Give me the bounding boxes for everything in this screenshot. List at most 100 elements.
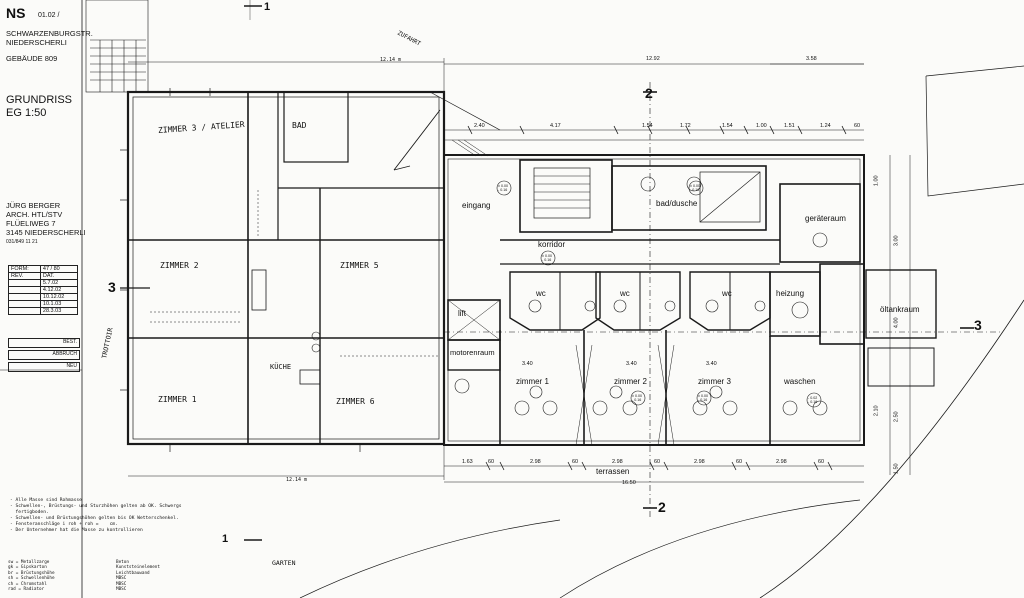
dim-r210: 2.10 [873, 405, 880, 417]
revision-row: 4.12.02 [8, 286, 79, 294]
dim-154: 1.54 [642, 123, 653, 129]
legend-item: sh = Schwellenhöhe [8, 576, 55, 582]
new-building-plan [443, 58, 1024, 520]
architect-title: ARCH. HTL/STV [6, 210, 63, 219]
architect-street: FLÜELIWEG 7 [6, 219, 56, 228]
old-room-kueche: KÜCHE [270, 363, 292, 371]
legend-item: MBSC [116, 576, 127, 582]
room-eingang: eingang [462, 201, 491, 210]
revision-row: 28.3.03 [8, 307, 79, 315]
status-label: BEST. [63, 339, 77, 345]
old-building-plan [85, 0, 1024, 598]
dim-r300: 3.00 [893, 235, 900, 247]
dim-b298b: 2.98 [612, 459, 623, 465]
revision-row: 5.7.02 [8, 279, 79, 287]
legend-materials: Beton Kunststeinelement Leichtbauwand MB… [116, 560, 160, 592]
address-line1: SCHWARZENBURGSTR. [6, 29, 93, 38]
dim-b298d: 2.98 [776, 459, 787, 465]
revision-cell: 5.7.02 [39, 279, 79, 287]
room-heizung: heizung [776, 289, 805, 298]
revision-cell [8, 293, 41, 301]
revision-row: 10.12.02 [8, 293, 79, 301]
revision-cell: 4.12.02 [39, 286, 79, 294]
legend-item: MBSC [116, 581, 127, 587]
dim-z340c: 3.40 [706, 361, 717, 367]
level-marker: ± 0.00 - 0.16 [698, 394, 708, 402]
dim-top-right: 3.58 [806, 56, 817, 62]
legend-item: gk = Gipskarton [8, 565, 47, 571]
revision-cell: REV. [8, 272, 41, 280]
section-mark-1-top: 1 [264, 1, 271, 13]
dim-old-total: 12.14 m [286, 477, 308, 483]
revision-row: 10.1.03 [8, 300, 79, 308]
dim-154b: 1.54 [722, 123, 733, 129]
status-box-best: BEST. [8, 338, 80, 348]
old-room-zimmer5: ZIMMER 5 [340, 261, 379, 270]
room-zimmer3: zimmer 3 [698, 377, 731, 386]
architect-town: 3145 NIEDERSCHERLI [6, 228, 86, 237]
legend-item: br = Brüstungshöhe [8, 570, 55, 576]
dim-z340b: 3.40 [626, 361, 637, 367]
status-box-abbruch: ABBRUCH [8, 350, 80, 360]
plan-scale: EG 1:50 [6, 107, 47, 119]
dim-old-top: 12.14 m [380, 57, 402, 63]
plan-code: NS [6, 5, 26, 21]
room-zimmer2: zimmer 2 [614, 377, 647, 386]
section-mark-3-left: 3 [108, 279, 116, 295]
dim-r150: 1.50 [893, 463, 900, 475]
room-wc3: wc [722, 289, 732, 298]
plan-number: 01.02 / [38, 12, 60, 19]
legend-item: MBSC [116, 587, 127, 593]
room-motorenraum: motorenraum [450, 348, 495, 357]
architect-name: JÜRG BERGER [6, 201, 61, 210]
revision-cell [8, 279, 41, 287]
dim-172: 1.72 [680, 123, 691, 129]
revision-row: REV.DAT. [8, 272, 79, 280]
address-line2: NIEDERSCHERLI [6, 38, 67, 47]
dim-b298a: 2.98 [530, 459, 541, 465]
section-mark-3-right: 3 [974, 317, 982, 333]
old-room-bad: BAD [292, 121, 307, 130]
room-terrassen: terrassen [596, 467, 630, 476]
dim-100: 1.00 [756, 123, 767, 129]
old-room-zimmer2: ZIMMER 2 [160, 261, 199, 270]
dim-b60d: 60 [736, 459, 743, 465]
revision-cell: 10.1.03 [39, 300, 79, 308]
status-box-neu: NEU [8, 362, 80, 372]
dim-240: 2.40 [474, 123, 485, 129]
dim-417: 4.17 [550, 123, 561, 129]
section-mark-2-bottom: 2 [658, 499, 666, 515]
architect-phone: 031/849 11 21 [6, 239, 38, 245]
level-marker: ± 0.00 - 0.16 [690, 184, 700, 192]
status-label: ABBRUCH [52, 351, 77, 357]
revision-cell [8, 300, 41, 308]
room-wc2: wc [620, 289, 630, 298]
revision-cell: 28.3.03 [39, 307, 79, 315]
old-room-zimmer6: ZIMMER 6 [336, 397, 375, 406]
level-marker: ± 0.00 - 0.16 [542, 254, 552, 262]
room-zimmer1: zimmer 1 [516, 377, 549, 386]
dim-z340a: 3.40 [522, 361, 533, 367]
legend-item: Kunststeinelement [116, 565, 160, 571]
dim-151: 1.51 [784, 123, 795, 129]
dim-b60c: 60 [654, 459, 661, 465]
dim-b60e: 60 [818, 459, 825, 465]
level-marker: ± 0.00 - 0.16 [632, 394, 642, 402]
dim-b298c: 2.98 [694, 459, 705, 465]
revision-cell: DAT. [39, 272, 79, 280]
revision-cell: 10.12.02 [39, 293, 79, 301]
legend-item: Beton [116, 560, 129, 565]
general-notes: - Alle Masse sind Rohmasse - Schwellen-,… [10, 498, 182, 533]
room-geraeteraum: geräteraum [805, 214, 846, 223]
room-bad: bad/dusche [656, 199, 698, 208]
dim-r400: 4.00 [893, 317, 900, 329]
legend-item: rad = Radiator [8, 587, 45, 593]
building-number: GEBÄUDE 809 [6, 54, 58, 63]
legend-item: ch = Chromstahl [8, 581, 47, 587]
legend-item: sw = Metallzarge [8, 560, 50, 565]
revision-cell: 47 / 80 [39, 265, 79, 273]
section-mark-2-top: 2 [645, 85, 653, 101]
dim-124: 1.24 [820, 123, 831, 129]
dim-b163: 1.63 [462, 459, 473, 465]
